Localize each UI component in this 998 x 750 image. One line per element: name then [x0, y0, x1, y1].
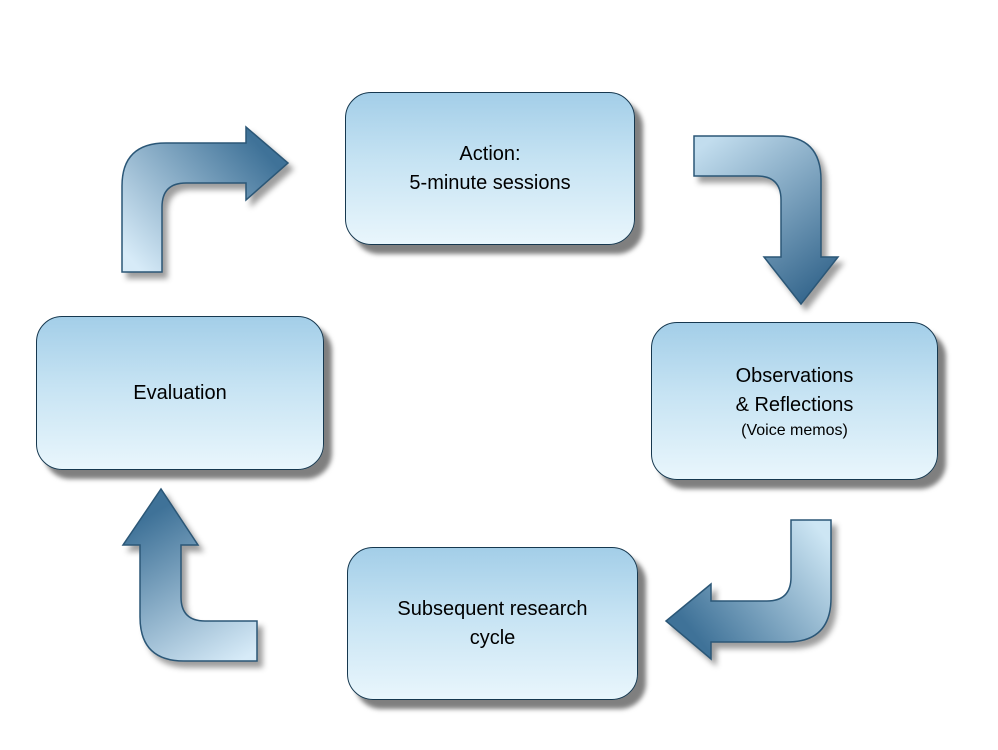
arrow-action-to-observations [693, 135, 840, 306]
arrow-observations-to-subsequent-cycle [664, 519, 832, 661]
arrow-subsequent-cycle-to-evaluation [121, 487, 258, 662]
node-action: Action: 5-minute sessions [345, 92, 635, 245]
node-observations: Observations & Reflections (Voice memos) [651, 322, 938, 480]
node-observations-note: (Voice memos) [741, 422, 848, 439]
node-evaluation: Evaluation [36, 316, 324, 470]
node-evaluation-label: Evaluation [133, 381, 227, 404]
node-action-label: Action: 5-minute sessions [409, 142, 571, 194]
node-observations-label: Observations & Reflections [735, 365, 854, 416]
arrow-evaluation-to-action [121, 125, 290, 273]
node-subsequent-research-cycle-label: Subsequent research cycle [397, 597, 588, 649]
node-subsequent-research-cycle: Subsequent research cycle [347, 547, 638, 700]
